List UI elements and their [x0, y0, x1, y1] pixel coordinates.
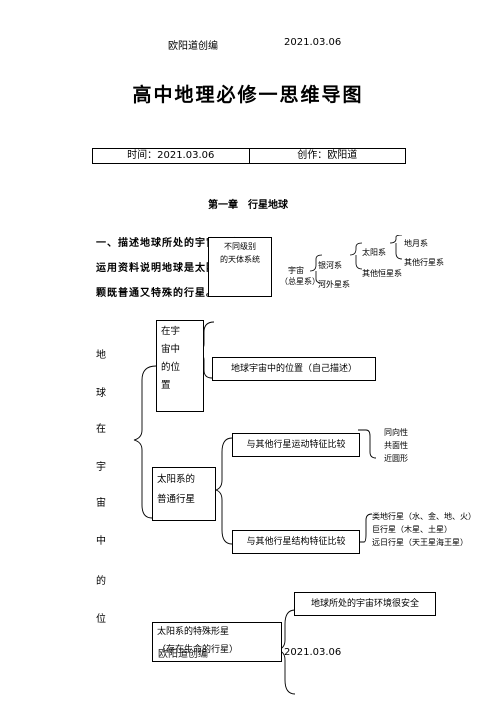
motion-item: 近圆形 — [384, 454, 408, 463]
side-char: 位 — [96, 614, 106, 625]
side-char: 在 — [96, 424, 106, 435]
side-char: 的 — [96, 576, 106, 587]
side-char: 球 — [96, 388, 106, 399]
special-line-1: 太阳系的特殊形星 — [157, 627, 230, 637]
structure-item: 巨行星（木星、土星） — [372, 525, 452, 534]
earth-moon-label: 地月系 — [404, 239, 428, 248]
structure-item: 远日行星（天王星海王星） — [372, 538, 468, 547]
header-author: 欧阳道创编 — [168, 41, 218, 52]
chapter-heading: 第一章 行星地球 — [208, 200, 288, 211]
side-char: 宙 — [96, 498, 106, 509]
ordinary-line-2: 普通行星 — [157, 494, 196, 505]
structure-item: 类地行星（水、金、地、火） — [372, 512, 476, 521]
milky-way-label: 银河系 — [318, 261, 342, 270]
universe-root-sub: （总星系） — [280, 277, 320, 286]
motion-compare-box: 与其他行星运动特征比较 — [232, 433, 360, 457]
other-planets-label: 其他行星系 — [404, 258, 444, 267]
ordinary-planet-box: 太阳系的 普通行星 — [152, 467, 216, 521]
position-box-line: 宙中 — [161, 344, 181, 355]
footer-date: 2021.03.06 — [284, 647, 342, 658]
section-heading: 一、描述地球所处的宇宙环境， 运用资料说明地球是太阳系中一 颗既普通又特殊的行星… — [96, 231, 276, 306]
info-table: 时间：2021.03.06 创作：欧阳道 — [92, 148, 406, 164]
special-planet-box: 太阳系的特殊形星 （存在生命的行星） — [152, 622, 282, 662]
position-box-line: 置 — [161, 380, 171, 391]
motion-features: 同向性 共面性 近圆形 — [384, 426, 408, 465]
motion-item: 共面性 — [384, 441, 408, 450]
position-box-line: 的位 — [161, 362, 181, 373]
section-line-1: 一、描述地球所处的宇宙环境， — [96, 238, 250, 249]
position-desc-box: 地球宇宙中的位置（自己描述） — [212, 357, 376, 381]
side-char: 宇 — [96, 462, 106, 473]
celestial-levels-box: 不同级别 的天体系统 — [208, 237, 272, 297]
solar-system-label: 太阳系 — [362, 248, 386, 257]
levels-line-2: 的天体系统 — [220, 255, 260, 264]
page-title: 高中地理必修一思维导图 — [132, 84, 364, 106]
extragalactic-label: 河外星系 — [318, 280, 350, 289]
position-box-line: 在宇 — [161, 326, 181, 337]
ordinary-line-1: 太阳系的 — [157, 474, 196, 485]
universe-tree-lines — [309, 235, 403, 284]
info-time: 时间：2021.03.06 — [127, 150, 215, 161]
other-stellar-label: 其他恒星系 — [362, 269, 402, 278]
side-char: 中 — [96, 536, 106, 547]
levels-line-1: 不同级别 — [224, 242, 256, 251]
motion-item: 同向性 — [384, 428, 408, 437]
section-line-3: 颗既普通又特殊的行星。 — [96, 288, 217, 299]
safe-env-box: 地球所处的宇宙环境很安全 — [294, 592, 436, 616]
section-line-2: 运用资料说明地球是太阳系中一 — [96, 263, 250, 274]
footer-author: 欧阳道创编 — [158, 649, 208, 660]
special-line-2: （存在生命的行星） — [157, 645, 239, 655]
universe-root: 宇宙 — [288, 266, 304, 275]
structure-compare-box: 与其他行星结构特征比较 — [232, 530, 360, 554]
position-box: 在宇 宙中 的位 置 — [156, 320, 204, 412]
side-char: 地 — [96, 350, 106, 361]
header-date: 2021.03.06 — [284, 37, 342, 48]
structure-features: 类地行星（水、金、地、火） 巨行星（木星、土星） 远日行星（天王星海王星） — [372, 510, 476, 549]
info-creator: 创作：欧阳道 — [248, 149, 406, 163]
